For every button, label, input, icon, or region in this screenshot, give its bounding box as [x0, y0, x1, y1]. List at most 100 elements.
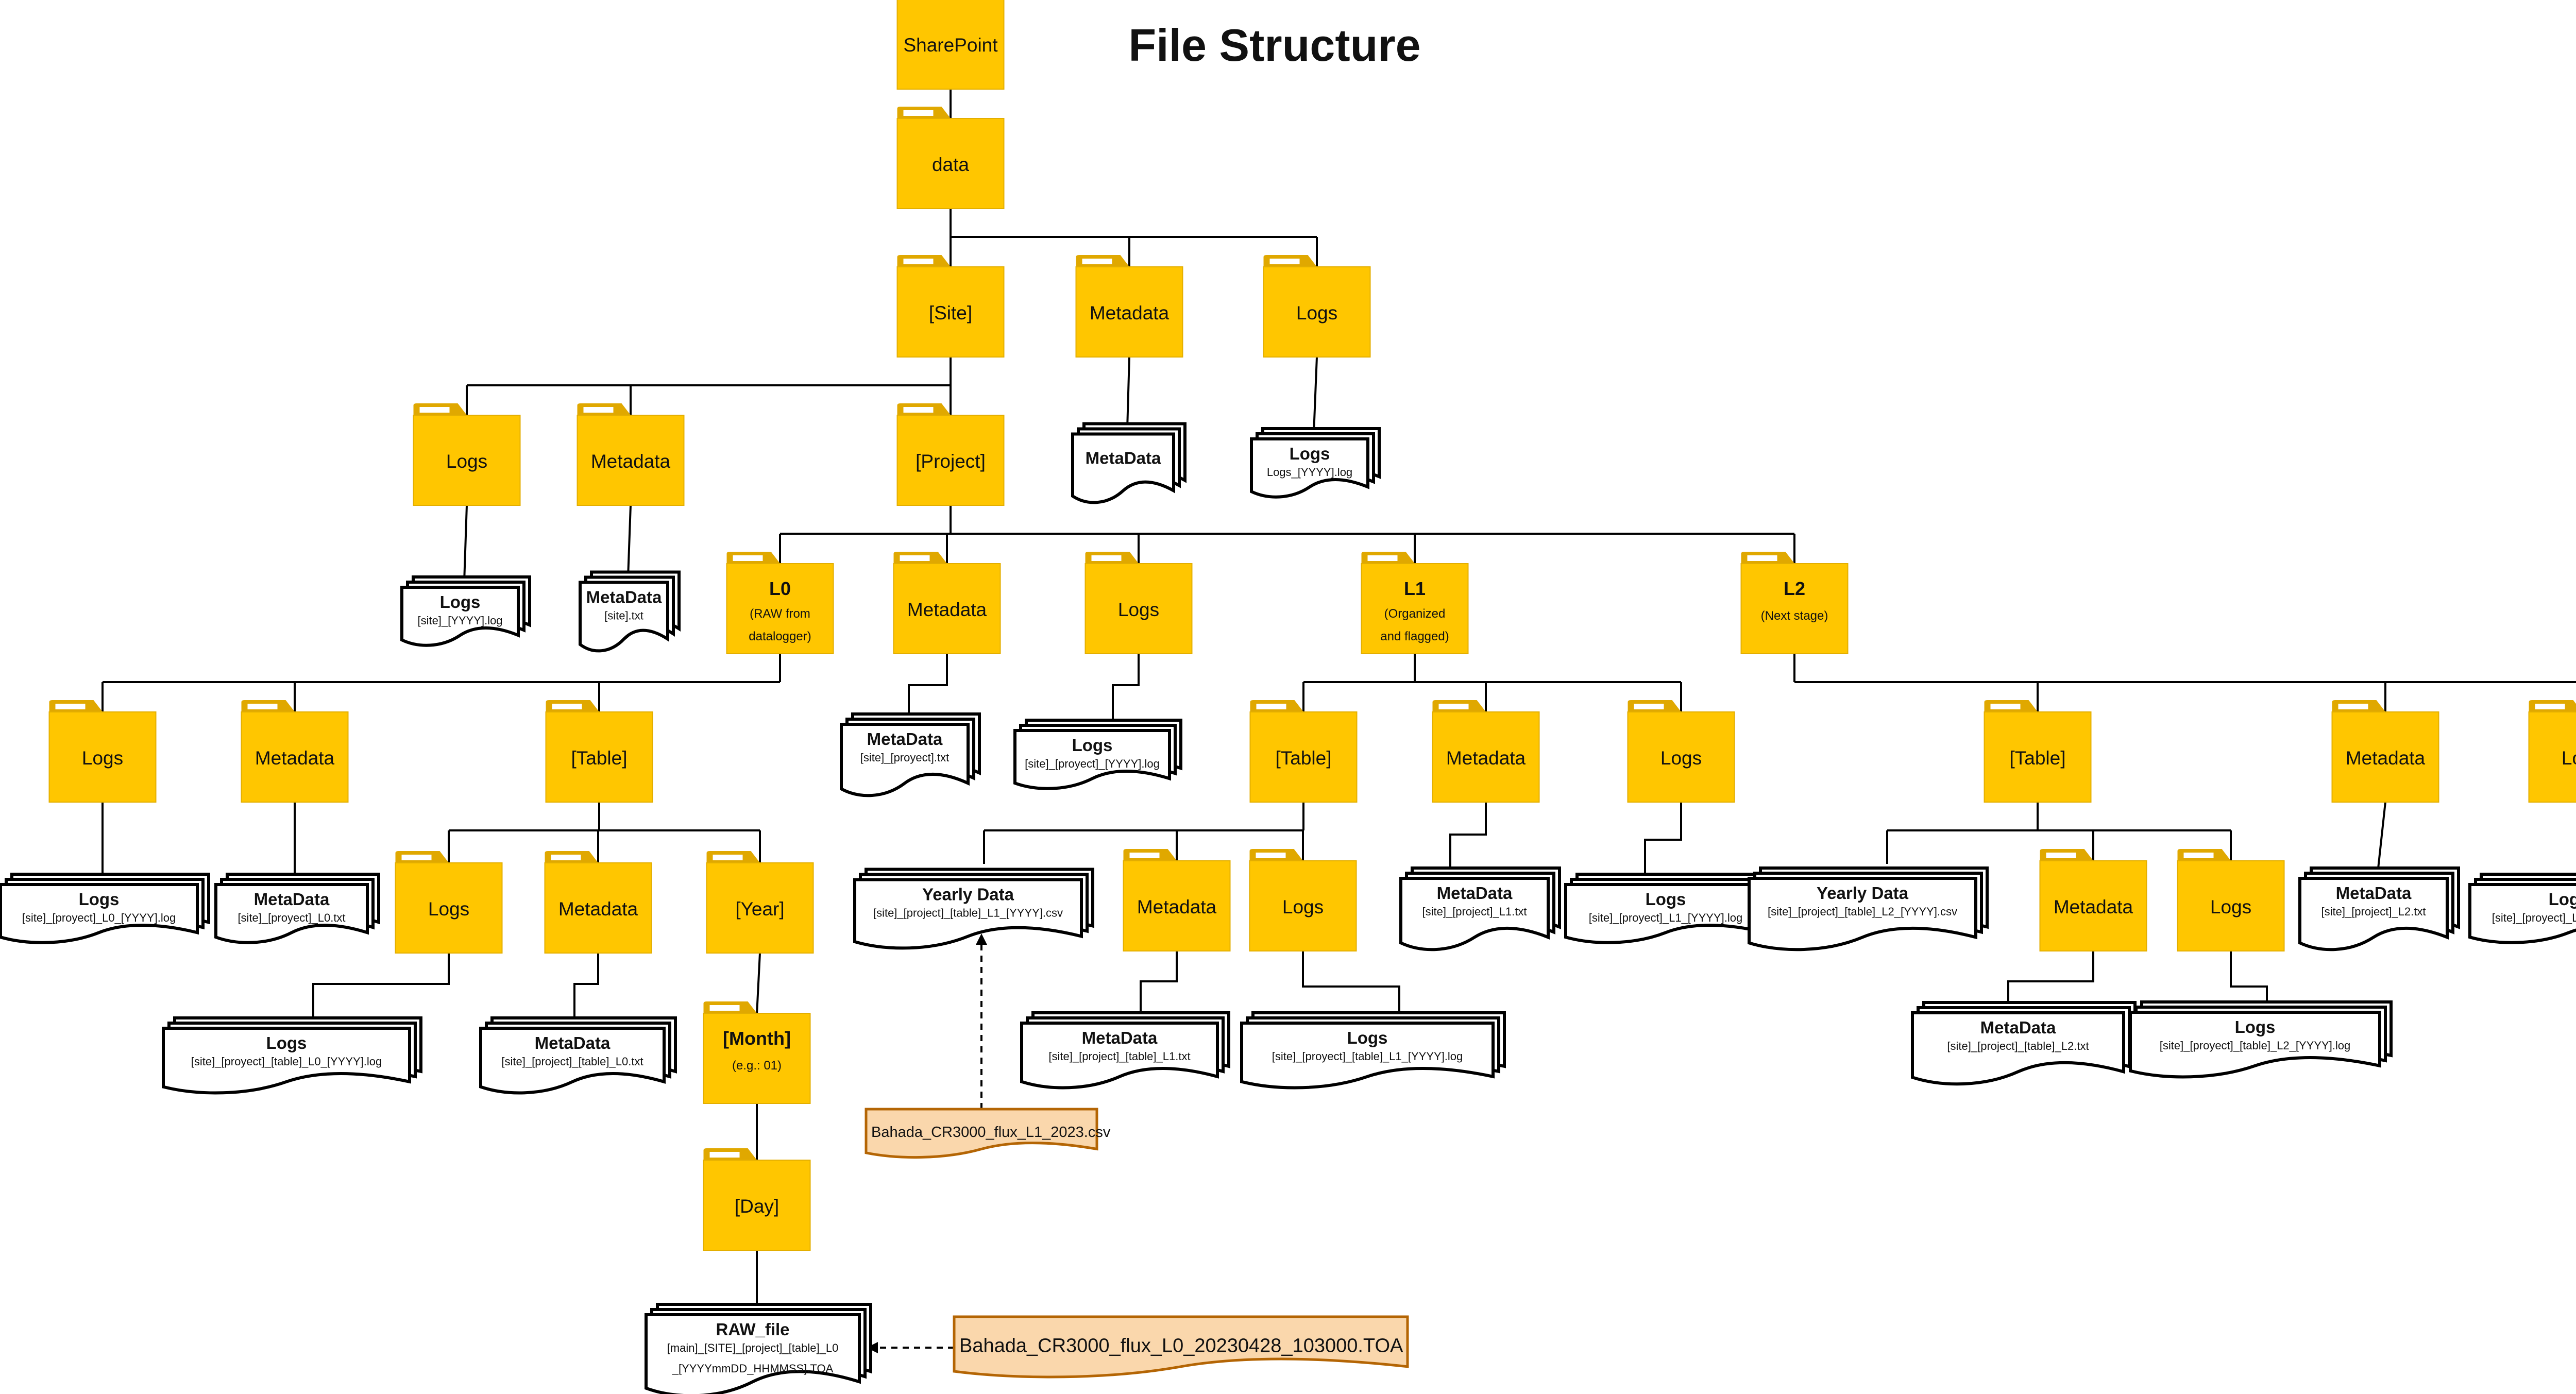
- file-name: MetaData: [1082, 1028, 1158, 1047]
- file-name: Logs: [266, 1033, 307, 1052]
- folder-metadata_table_l2[interactable]: Metadata: [2039, 849, 2147, 951]
- folder-project[interactable]: [Project]: [896, 403, 1005, 506]
- folder-data[interactable]: data: [896, 107, 1005, 209]
- folder-logs_table_l0[interactable]: Logs: [395, 851, 503, 954]
- file-f_metadata_l1[interactable]: MetaData[site]_[project]_L1.txt: [1399, 866, 1561, 951]
- document-stack-icon: [840, 723, 970, 797]
- diagram-title: File Structure: [1128, 20, 1420, 71]
- file-f_logs_table_l2[interactable]: Logs[site]_[proyect]_[table]_L2_[YYYY].l…: [2129, 1000, 2393, 1079]
- file-f_metadata_root[interactable]: MetaData: [1071, 422, 1187, 504]
- document-stack-icon: [2468, 883, 2576, 944]
- folder-logs_table_l2[interactable]: Logs: [2177, 849, 2285, 951]
- folder-label: L2: [1784, 578, 1805, 599]
- file-f_metadata_l0[interactable]: MetaData[site]_[proyect]_L0.txt: [214, 873, 380, 944]
- file-f_yearly_l2[interactable]: Yearly Data[site]_[project]_[table]_L2_[…: [1748, 866, 1989, 951]
- file-name: Logs: [440, 592, 481, 611]
- folder-month[interactable]: [Month](e.g.: 01): [703, 1001, 811, 1104]
- folder-logs_site[interactable]: Logs: [413, 403, 521, 506]
- folder-metadata_table_l0[interactable]: Metadata: [544, 851, 652, 954]
- folder-metadata_l2[interactable]: Metadata: [2331, 700, 2439, 803]
- folder-sublabel: (e.g.: 01): [732, 1059, 782, 1073]
- folder-icon: [706, 862, 814, 954]
- folder-year[interactable]: [Year]: [706, 851, 814, 954]
- file-pattern: [site].txt: [604, 609, 643, 622]
- document-stack-icon: [1911, 1011, 2125, 1086]
- folder-icon: [2039, 860, 2147, 951]
- folder-table_l2[interactable]: [Table]: [1984, 700, 2092, 803]
- connector-line: [1302, 654, 1682, 713]
- example-note-note_raw_example[interactable]: Bahada_CR3000_flux_L0_20230428_103000.TO…: [953, 1315, 1409, 1379]
- file-pattern: [site]_[proyect].txt: [860, 751, 949, 764]
- file-f_logs_l1[interactable]: Logs[site]_[proyect]_L1_[YYYY].log: [1564, 873, 1778, 944]
- folder-logs_l1[interactable]: Logs: [1627, 700, 1735, 803]
- folder-logs_project[interactable]: Logs: [1084, 552, 1193, 654]
- folder-label: Metadata: [255, 747, 335, 769]
- connector-line: [1886, 802, 2232, 864]
- folder-logs_1[interactable]: Logs: [1263, 255, 1371, 358]
- folder-slot-shape: [713, 855, 743, 860]
- folder-label: [Project]: [916, 451, 986, 472]
- file-f_logs_table_l0[interactable]: Logs[site]_[proyect]_[table]_L0_[YYYY].l…: [162, 1016, 422, 1095]
- folder-label: Metadata: [2346, 747, 2426, 769]
- file-pattern: _[YYYYmmDD_HHMMSS].TOA: [672, 1362, 834, 1375]
- folder-slot-shape: [1256, 853, 1286, 858]
- connector-line: [779, 505, 1795, 565]
- folder-slot-shape: [1367, 555, 1398, 561]
- file-f_metadata_site[interactable]: MetaData [site].txt: [579, 570, 681, 653]
- file-f_raw[interactable]: RAW_file[main]_[SITE]_[project]_[table]_…: [645, 1303, 872, 1394]
- folder-icon: [1084, 563, 1193, 654]
- folder-sharepoint[interactable]: SharePoint: [896, 0, 1005, 90]
- folder-label: Logs: [82, 747, 123, 769]
- file-name: MetaData: [586, 588, 662, 607]
- file-f_logs_project[interactable]: Logs[site]_[proyect]_[YYYY].log: [1013, 719, 1182, 790]
- folder-label: Metadata: [907, 599, 987, 620]
- folder-table_l1[interactable]: [Table]: [1249, 700, 1358, 803]
- folder-metadata_project[interactable]: Metadata: [893, 552, 1001, 654]
- connector-line: [1793, 654, 2576, 713]
- file-pattern: [site]_[YYYY].log: [417, 614, 502, 627]
- folder-day[interactable]: [Day]: [703, 1148, 811, 1251]
- folder-label: [Table]: [2009, 747, 2065, 769]
- document-stack-icon: [1071, 432, 1175, 504]
- folder-sublabel: datalogger): [749, 630, 811, 643]
- folder-logs_l0[interactable]: Logs: [48, 700, 157, 803]
- folder-table_l0[interactable]: [Table]: [545, 700, 653, 803]
- connector-line: [448, 802, 761, 864]
- file-pattern: [site]_[proyect]_L1_[YYYY].log: [1589, 911, 1742, 924]
- folder-logs_table_l1[interactable]: Logs: [1249, 849, 1357, 951]
- file-f_logs_table_l1[interactable]: Logs[site]_[proyect]_[table]_L1_[YYYY].l…: [1240, 1011, 1506, 1090]
- folder-metadata_1[interactable]: Metadata: [1075, 255, 1183, 358]
- connector-line: [950, 209, 1318, 268]
- folder-label: L1: [1404, 578, 1426, 599]
- folder-site[interactable]: [Site]: [896, 255, 1005, 358]
- folder-metadata_l0[interactable]: Metadata: [241, 700, 349, 803]
- folder-metadata_table_l1[interactable]: Metadata: [1123, 849, 1231, 951]
- file-f_logs_site[interactable]: Logs [site]_[YYYY].log: [400, 575, 531, 647]
- file-f_metadata_project[interactable]: MetaData[site]_[proyect].txt: [840, 712, 981, 797]
- folder-label: Logs: [2562, 747, 2576, 769]
- file-pattern: [site]_[project]_[table]_L2_[YYYY].csv: [1768, 905, 1957, 918]
- file-f_yearly_l1[interactable]: Yearly Data[site]_[project]_[table]_L1_[…: [853, 868, 1094, 950]
- file-f_metadata_table_l0[interactable]: MetaData[site]_[project]_[table]_L0.txt: [479, 1016, 677, 1095]
- file-f_logs_l2[interactable]: Logs[site]_[proyect]_L2_[YYYY].log: [2468, 873, 2576, 944]
- example-note-note_l1_example[interactable]: Bahada_CR3000_flux_L1_2023.csv: [865, 1108, 1111, 1159]
- folder-label: Metadata: [1446, 747, 1526, 769]
- folder-sublabel: (Next stage): [1761, 609, 1828, 623]
- folder-l2[interactable]: L2 (Next stage): [1740, 552, 1849, 654]
- folder-logs_l2[interactable]: Logs: [2528, 700, 2576, 803]
- folder-icon: [896, 266, 1005, 358]
- file-f_metadata_l2[interactable]: MetaData[site]_[project]_L2.txt: [2298, 866, 2460, 951]
- file-f_metadata_table_l1[interactable]: MetaData[site]_[project]_[table]_L1.txt: [1020, 1011, 1230, 1090]
- file-f_logs_l0[interactable]: Logs[site]_[proyect]_L0_[YYYY].log: [0, 873, 210, 944]
- folder-icon: [1075, 266, 1183, 358]
- folder-metadata_site[interactable]: Metadata: [577, 403, 685, 506]
- folder-icon: [1249, 860, 1357, 951]
- folder-slot-shape: [401, 855, 432, 860]
- folder-label: Metadata: [1137, 896, 1217, 917]
- folder-metadata_l1[interactable]: Metadata: [1432, 700, 1540, 803]
- file-f_metadata_table_l2[interactable]: MetaData[site]_[project]_[table]_L2.txt: [1911, 1001, 2137, 1086]
